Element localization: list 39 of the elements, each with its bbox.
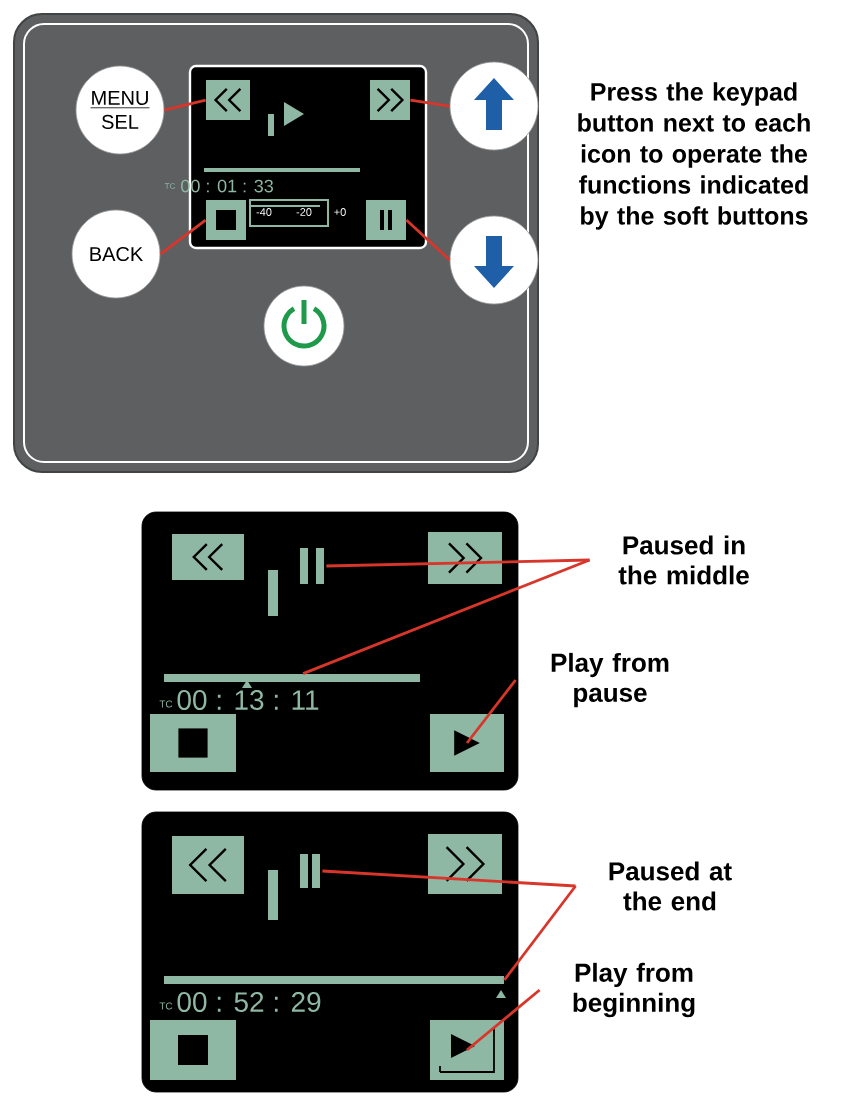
leader-line: [159, 218, 207, 256]
rewind-soft-button: [172, 836, 244, 894]
down-arrow-button: [449, 215, 539, 305]
power-button: [263, 285, 345, 367]
progress-bar: [164, 976, 504, 984]
callout-text: Paused at the end: [609, 861, 732, 911]
forward-soft-button: [428, 532, 502, 584]
callout-text: Paused in the middle: [618, 535, 749, 585]
up-arrow-button: [449, 61, 539, 151]
leader-line: [326, 558, 590, 568]
keypad-button: BACK: [71, 209, 161, 299]
timecode: 00 : 01 : 33: [181, 179, 273, 193]
leader-line: [503, 885, 577, 981]
pause-indicator: [300, 854, 320, 888]
pause-soft-button: [366, 200, 406, 240]
leader-line: [405, 219, 451, 262]
forward-soft-button: [370, 80, 410, 120]
progress-bar: [164, 674, 420, 682]
stop-soft-button: [206, 200, 246, 240]
leader-line: [410, 98, 450, 108]
keypad-button: MENU SEL: [75, 65, 165, 155]
leader-line: [465, 679, 517, 744]
callout-text: Play from beginning: [573, 962, 695, 1018]
timecode: 00 : 52 : 29: [177, 992, 321, 1012]
rewind-soft-button: [172, 534, 244, 580]
timecode: 00 : 13 : 11: [177, 690, 319, 710]
stop-soft-button: [150, 714, 236, 772]
callout-text: Play from pause: [551, 652, 669, 708]
rewind-soft-button: [206, 80, 250, 120]
leader-line: [322, 869, 576, 888]
leader-line: [466, 988, 541, 1052]
leader-line: [164, 98, 206, 112]
instruction-text: Press the keypad button next to each icon to operate the functions indicated by the soft buttons: [578, 82, 810, 230]
stop-soft-button: [150, 1020, 236, 1080]
play-soft-button: [430, 714, 504, 772]
play-from-start-soft-button: [430, 1020, 504, 1080]
forward-soft-button: [428, 834, 502, 894]
pause-indicator: [300, 548, 324, 584]
leader-line: [302, 558, 591, 675]
